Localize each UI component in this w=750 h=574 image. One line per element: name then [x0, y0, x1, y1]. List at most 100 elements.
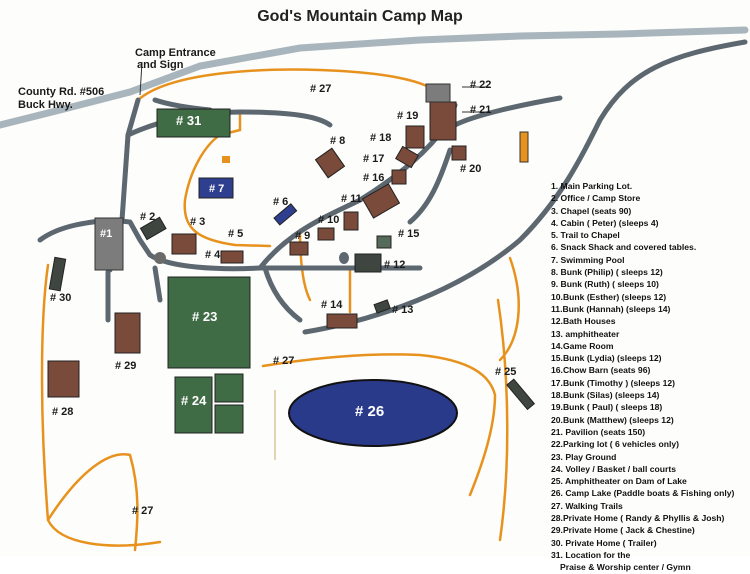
building-8: [314, 147, 346, 179]
legend-item: 19.Bunk ( Paul) ( sleeps 18): [551, 402, 663, 413]
legend-item: 26. Camp Lake (Paddle boats & Fishing on…: [551, 488, 735, 499]
county-road-label: County Rd. #506: [18, 86, 105, 98]
building-18: [395, 145, 419, 169]
legend-item: 24. Volley / Basket / ball courts: [551, 463, 676, 474]
building-shapes: [47, 83, 536, 447]
legend-item: 3. Chapel (seats 90): [551, 205, 632, 216]
legend-item: 25. Amphitheater on Dam of Lake: [551, 476, 687, 487]
label-21: # 21: [470, 104, 492, 116]
legend-item: 5. Trail to Chapel: [551, 230, 620, 241]
building-22: [425, 83, 451, 103]
building-9: [289, 241, 309, 256]
label-29: # 29: [115, 360, 137, 372]
map-graphics: [0, 26, 749, 552]
legend-item: 20.Bunk (Matthew) (sleeps 12): [551, 414, 674, 425]
label-20: # 20: [460, 163, 482, 175]
label-14: # 14: [321, 299, 343, 311]
legend-item: 23. Play Ground: [551, 451, 617, 462]
building-7: [198, 177, 234, 199]
legend-item: 14.Game Room: [551, 340, 614, 351]
building-7-marker: [222, 156, 230, 163]
legend-item: 21. Pavilion (seats 150): [551, 426, 646, 437]
label-10: # 10: [318, 214, 340, 226]
legend-item: 22.Parking lot ( 6 vehicles only): [551, 439, 679, 450]
label-13: # 13: [392, 304, 414, 316]
building-29: [114, 312, 141, 354]
legend-item: 16.Chow Barn (seats 96): [551, 365, 651, 376]
legend-item: 6. Snack Shack and covered tables.: [551, 242, 697, 253]
legend-item: 18.Bunk (Silas) (sleeps 14): [551, 390, 660, 401]
trail-label-mid: # 27: [273, 355, 295, 367]
building-28: [47, 360, 80, 398]
label-11: # 11: [341, 193, 362, 205]
label-25: # 25: [495, 366, 517, 378]
legend-item: 31. Location for the: [551, 549, 631, 560]
legend-item: 15.Bunk (Lydia) (sleeps 12): [551, 353, 662, 364]
camp-entrance-sign-label: and Sign: [137, 59, 184, 71]
label-22: # 22: [470, 79, 492, 91]
label-18: # 18: [370, 132, 392, 144]
legend-item: 30. Private Home ( Trailer): [551, 537, 657, 548]
camp-entrance-label: Camp Entrance: [135, 47, 216, 59]
county-road: [0, 26, 749, 129]
building-14: [326, 313, 358, 329]
label-23: # 23: [192, 309, 218, 324]
legend-item: 2. Office / Camp Store: [551, 193, 641, 204]
legend-item: 29.Private Home ( Jack & Chestine): [551, 525, 695, 536]
label-1: #1: [100, 228, 113, 240]
legend-item: 4. Cabin ( Peter) (sleeps 4): [551, 217, 659, 228]
building-24a: [174, 376, 213, 434]
building-21: [429, 101, 457, 141]
building-11: [343, 211, 359, 231]
label-30: # 30: [50, 292, 72, 304]
building-17: [391, 169, 407, 185]
building-24b: [214, 373, 244, 403]
trail-label-bottom: # 27: [132, 505, 154, 517]
label-6: # 6: [273, 196, 289, 208]
label-8: # 8: [330, 135, 346, 147]
label-24: # 24: [181, 393, 207, 408]
marker-orange: [519, 131, 529, 163]
building-31: [156, 108, 231, 138]
building-19: [405, 125, 425, 149]
legend-item: 8. Bunk (Philip) ( sleeps 12): [551, 267, 663, 278]
camp-map: God's Mountain Camp Map Camp Entrance an…: [0, 8, 749, 573]
building-1: [94, 217, 124, 271]
legend-item: 1. Main Parking Lot.: [551, 181, 633, 191]
label-28: # 28: [52, 406, 74, 418]
label-17: # 17: [363, 153, 385, 165]
walking-trails: [40, 68, 520, 552]
label-4: # 4: [205, 249, 221, 261]
legend-item: 13. amphitheater: [551, 328, 620, 339]
building-30: [48, 256, 67, 292]
legend-item: 12.Bath Houses: [551, 316, 616, 327]
legend-item: 10.Bunk (Esther) (sleeps 12): [551, 291, 667, 302]
lake-26: [288, 379, 458, 447]
building-25: [506, 378, 536, 411]
label-16: # 16: [363, 172, 385, 184]
label-7: # 7: [209, 183, 225, 195]
legend-item: 9. Bunk (Ruth) ( sleeps 10): [551, 279, 659, 290]
building-12: [354, 253, 382, 273]
building-12-round: [339, 252, 349, 264]
label-2: # 2: [140, 211, 156, 223]
legend-item: Praise & Worship center / Gymn: [560, 562, 691, 573]
label-5: # 5: [228, 228, 244, 240]
buck-hwy-label: Buck Hwy.: [18, 99, 73, 111]
building-2: [139, 216, 167, 241]
legend-item: 17.Bunk (Timothy ) (sleeps 12): [551, 377, 676, 388]
legend-item: 28.Private Home ( Randy & Phyllis & Josh…: [551, 513, 725, 524]
label-15: # 15: [398, 228, 420, 240]
building-15: [376, 235, 392, 249]
building-23: [167, 276, 251, 369]
label-26: # 26: [355, 403, 385, 420]
building-3: [171, 233, 197, 255]
leader-lines: [139, 61, 490, 113]
label-12: # 12: [384, 259, 406, 271]
map-legend: 1. Main Parking Lot. 2. Office / Camp Sto…: [551, 180, 747, 574]
building-13: [373, 299, 391, 314]
legend-item: 11.Bunk (Hannah) (sleeps 14): [551, 303, 671, 314]
label-19: # 19: [397, 110, 419, 122]
building-4: [220, 250, 244, 264]
label-9: # 9: [295, 230, 311, 242]
